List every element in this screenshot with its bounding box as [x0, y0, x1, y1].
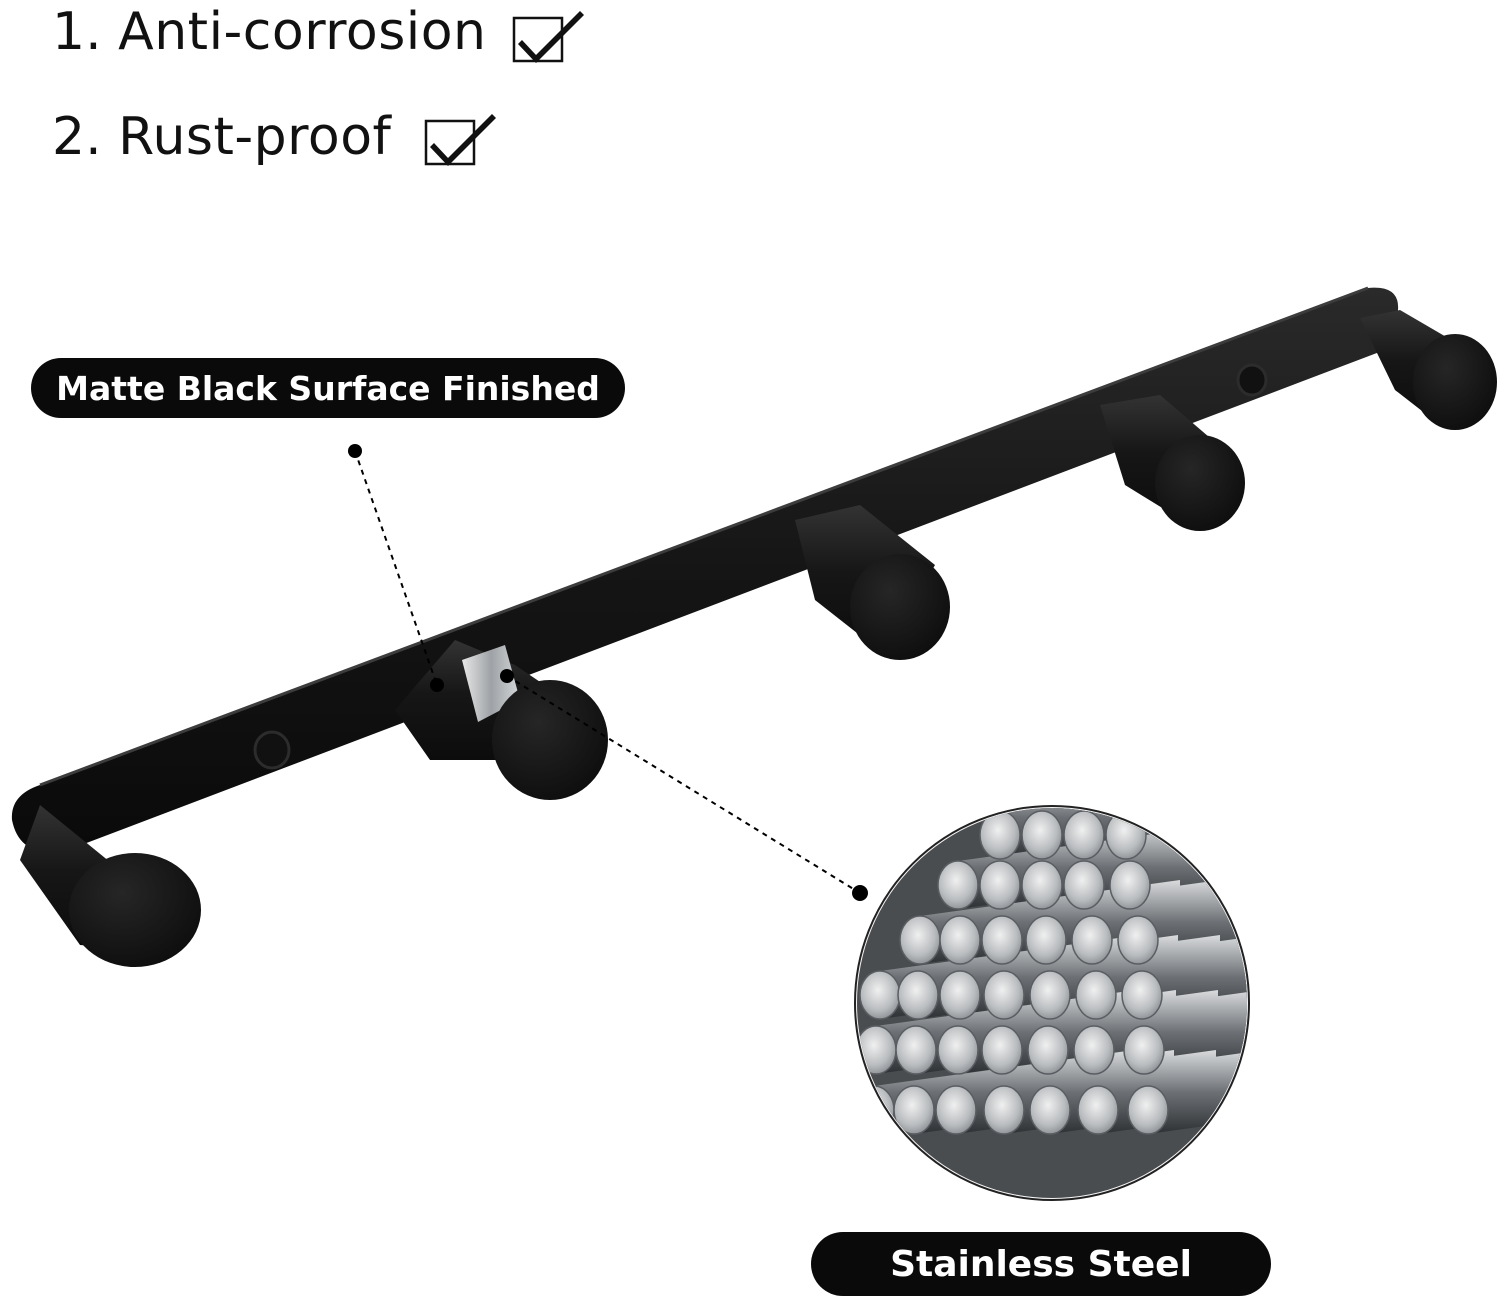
hook-cap	[1155, 435, 1245, 531]
steel-rod-end	[899, 915, 941, 965]
steel-rod-end	[1071, 915, 1113, 965]
steel-rod-end	[1027, 1025, 1069, 1075]
checkbox-checked-icon	[512, 11, 584, 63]
screw-icon	[1236, 363, 1268, 397]
steel-rod-end	[1029, 970, 1071, 1020]
rail-bar	[11, 287, 1399, 852]
callout-surface-finish: Matte Black Surface Finished	[31, 358, 625, 418]
hook-cap	[69, 853, 201, 967]
screw-icon	[253, 730, 291, 770]
steel-rod-end	[1127, 1085, 1169, 1135]
steel-rod-end	[937, 1025, 979, 1075]
feature-number: 1.	[52, 2, 102, 62]
steel-rod-end	[1105, 810, 1147, 860]
steel-rod-end	[1077, 1085, 1119, 1135]
callout-material-text: Stainless Steel	[890, 1243, 1192, 1285]
steel-rod-end	[981, 1025, 1023, 1075]
steel-rod-end	[983, 1085, 1025, 1135]
steel-rod-end	[1117, 915, 1159, 965]
steel-rod-end	[939, 970, 981, 1020]
callout-dot	[852, 885, 868, 901]
steel-rod-end	[1075, 970, 1117, 1020]
steel-rod-end	[1025, 915, 1067, 965]
steel-rod-end	[1029, 1085, 1071, 1135]
hook-cap	[850, 554, 950, 660]
callout-surface-text: Matte Black Surface Finished	[56, 368, 600, 408]
steel-rod-end	[1073, 1025, 1115, 1075]
feature-rust-proof: 2. Rust-proof	[52, 107, 391, 167]
feature-text: Anti-corrosion	[118, 2, 487, 62]
steel-rod-end	[979, 860, 1021, 910]
hook-cap	[1413, 334, 1497, 430]
checkbox-checked-icon	[424, 114, 496, 166]
feature-anti-corrosion: 1. Anti-corrosion	[52, 2, 487, 62]
steel-rod-end	[939, 915, 981, 965]
feature-number: 2.	[52, 107, 102, 167]
steel-rod-end	[1021, 860, 1063, 910]
hook-cap	[492, 680, 608, 800]
steel-rod-end	[1021, 810, 1063, 860]
steel-rod-end	[935, 1085, 977, 1135]
steel-rod-end	[1063, 860, 1105, 910]
steel-rod-end	[893, 1085, 935, 1135]
steel-rod	[1148, 1050, 1247, 1134]
steel-rod-end	[1123, 1025, 1165, 1075]
steel-rod-end	[937, 860, 979, 910]
steel-rod-end	[1121, 970, 1163, 1020]
steel-rod-end	[1063, 810, 1105, 860]
callout-stainless-steel: Stainless Steel	[811, 1232, 1271, 1296]
callout-dot	[430, 678, 444, 692]
steel-rod-end	[895, 1025, 937, 1075]
steel-rod-end	[859, 970, 901, 1020]
steel-rod-end	[1109, 860, 1151, 910]
steel-rod-end	[897, 970, 939, 1020]
steel-rod-end	[981, 915, 1023, 965]
steel-rod-end	[983, 970, 1025, 1020]
feature-text: Rust-proof	[118, 107, 392, 167]
